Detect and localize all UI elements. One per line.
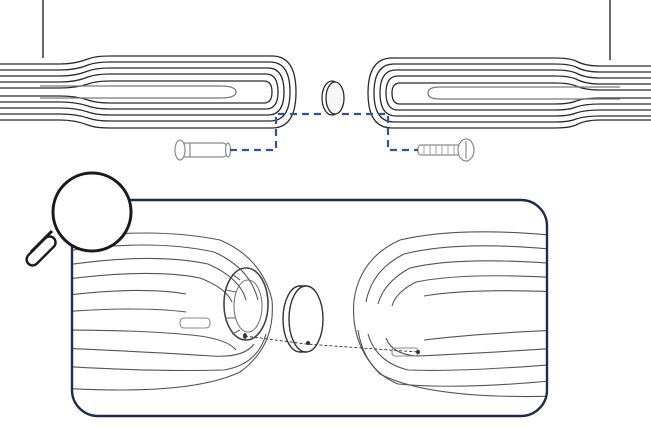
connector-pin <box>174 139 232 161</box>
detail-right-shade <box>352 231 547 398</box>
right-shade-outline <box>367 57 651 129</box>
magnifier-icon <box>25 171 133 267</box>
left-shade-rib <box>0 67 285 93</box>
end-cap <box>321 80 345 116</box>
left-shade-rib <box>0 73 279 93</box>
left-shade-rib <box>0 91 273 104</box>
left-shade-outline <box>0 55 297 129</box>
right-shade-rib <box>373 92 651 123</box>
right-shade-rib <box>391 82 651 94</box>
left-shade-rib <box>0 91 279 110</box>
right-shade-rib <box>385 92 651 111</box>
right-shade-rib <box>379 92 651 117</box>
assembly-guide-lines <box>230 112 418 152</box>
right-shade-rib <box>385 75 651 94</box>
left-shade-diffuser <box>40 85 237 99</box>
detail-alignment-line <box>244 335 419 353</box>
right-shade-rib <box>379 69 651 94</box>
threaded-screw <box>417 138 475 162</box>
detail-end-cap <box>282 285 324 353</box>
guide-left <box>230 112 325 152</box>
detail-view <box>70 198 549 418</box>
left-shade <box>0 55 297 129</box>
detail-view-frame <box>70 198 549 418</box>
right-shade-rib <box>373 63 651 94</box>
right-shade-diffuser <box>427 86 620 100</box>
left-shade-rib <box>0 80 273 93</box>
left-shade-rib <box>0 91 285 116</box>
left-shade-rib <box>0 61 291 93</box>
right-shade <box>367 57 651 129</box>
guide-right <box>342 112 418 152</box>
